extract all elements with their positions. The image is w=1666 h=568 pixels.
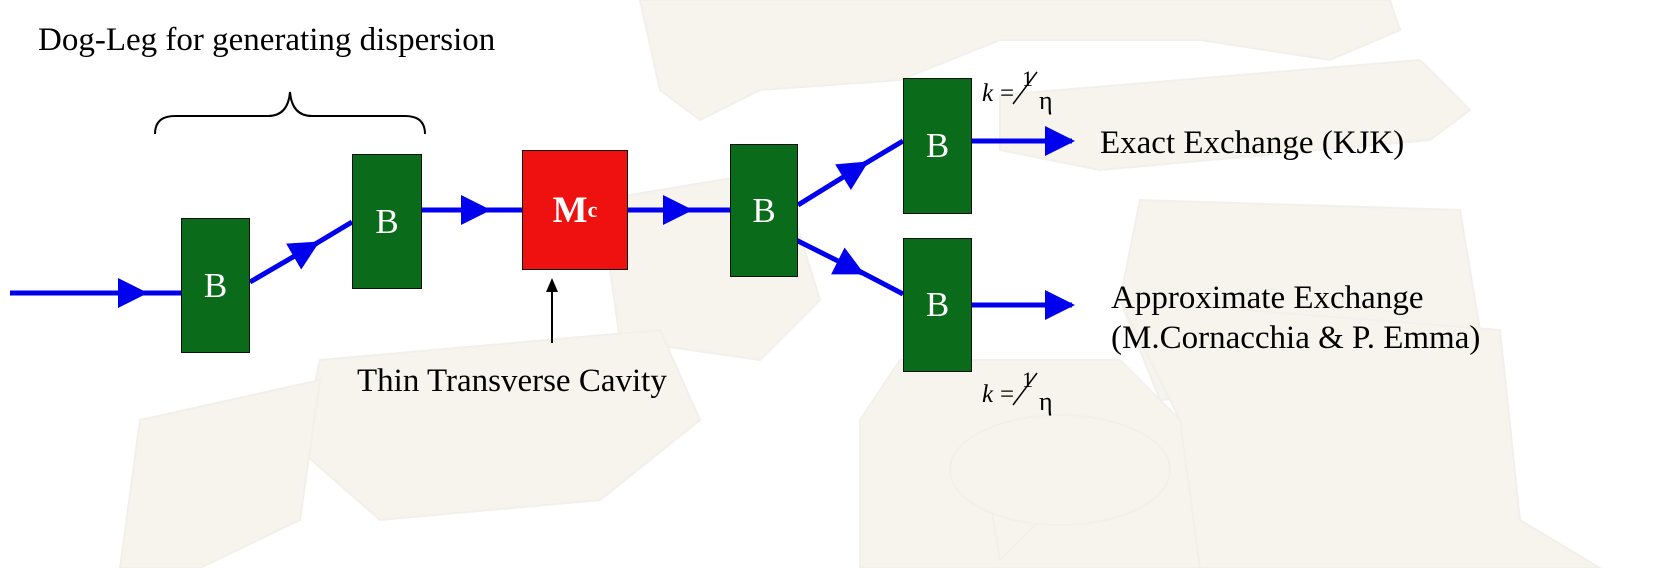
formula-numerator: 1 [1022,367,1033,392]
approx-exchange-label-line2: (M.Cornacchia & P. Emma) [1111,320,1481,356]
formula-equals: = [1000,381,1015,408]
formula-equals: = [1000,80,1015,107]
dogleg-title: Dog-Leg for generating dispersion [38,22,496,58]
dogleg-brace [154,91,426,135]
bend-magnet-lower: B [903,238,972,372]
formula-denominator: η [1039,387,1053,416]
beam-dogleg-b [310,219,354,249]
formula-variable: k [982,381,994,408]
beam-lower-branch-a [794,237,865,276]
formula-numerator: 1 [1022,66,1033,91]
exact-exchange-label: Exact Exchange (KJK) [1100,125,1405,161]
cavity-label: M [552,189,588,231]
beam-lower-branch-b [855,267,905,297]
bend-magnet-upper: B [903,78,972,214]
beam-upper-branch-a [796,160,869,208]
formula-denominator: η [1039,86,1053,115]
cavity-subscript: c [587,197,598,222]
formula-slash-bottom [1012,372,1038,406]
cavity-caption: Thin Transverse Cavity [357,363,667,399]
beam-dogleg-a [248,240,320,285]
formula-k-lower: k = 1 η [982,367,1072,416]
bend-magnet-2: B [352,154,422,289]
approx-exchange-label-line1: Approximate Exchange [1111,280,1424,316]
bend-magnet-1: B [181,218,250,353]
bend-magnet-3: B [730,144,798,277]
beam-upper-branch-b [859,138,905,169]
cavity-pointer-arrowhead [546,278,558,292]
formula-slash-top [1012,71,1038,105]
formula-variable: k [982,80,994,107]
formula-k-upper: k = 1 η [982,66,1072,115]
